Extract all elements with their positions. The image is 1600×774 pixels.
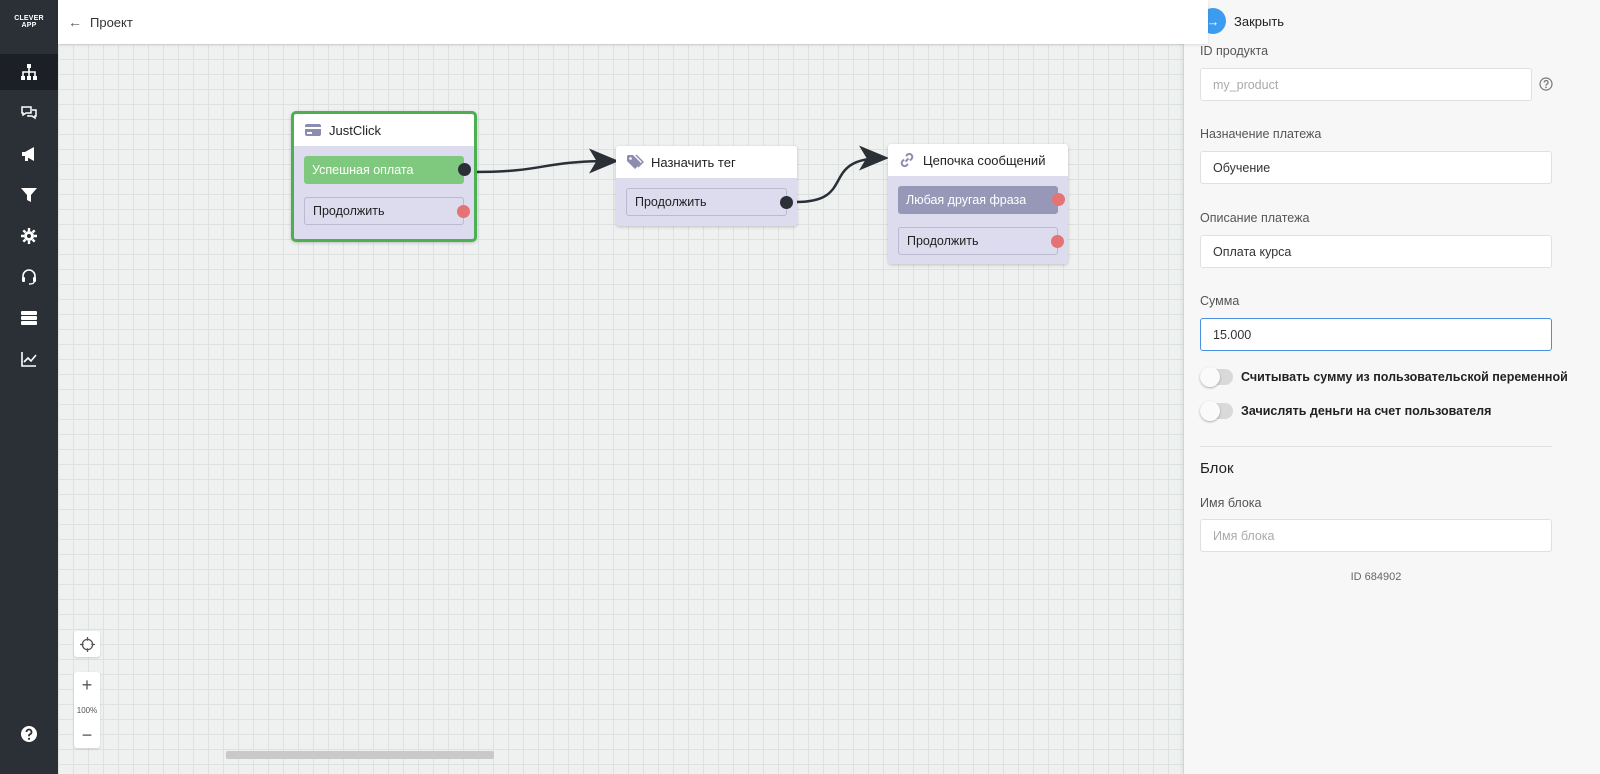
- settings-panel: → Закрыть ID продукта Назначение платежа…: [1184, 0, 1600, 774]
- gear-icon: [21, 228, 37, 244]
- toggle-row-credit-money: Зачислять деньги на счет пользователя: [1200, 401, 1492, 421]
- question-circle-icon[interactable]: [1539, 77, 1553, 91]
- sidebar-help-button[interactable]: [0, 716, 58, 752]
- port-label: Успешная оплата: [312, 163, 414, 177]
- block-name-input[interactable]: [1200, 519, 1552, 552]
- node-header: JustClick: [294, 114, 474, 146]
- help-icon: [21, 726, 37, 742]
- payment-description-label: Описание платежа: [1200, 211, 1310, 225]
- port-label: Любая другая фраза: [906, 193, 1027, 207]
- output-connector[interactable]: [457, 205, 470, 218]
- arrow-left-icon: ←: [68, 14, 82, 30]
- flow-canvas[interactable]: JustClick Успешная оплата Продолжить Наз…: [58, 44, 1208, 774]
- read-amount-toggle[interactable]: [1200, 367, 1233, 387]
- back-to-project-link[interactable]: ← Проект: [68, 14, 133, 30]
- output-connector[interactable]: [1052, 193, 1065, 206]
- sitemap-icon: [21, 64, 37, 80]
- node-title: JustClick: [329, 122, 382, 138]
- payment-purpose-label: Назначение платежа: [1200, 127, 1322, 141]
- port-label: Продолжить: [907, 234, 979, 248]
- port-continue[interactable]: Продолжить: [626, 188, 793, 216]
- sidebar-item-database[interactable]: [0, 300, 58, 336]
- output-connector[interactable]: [780, 196, 793, 209]
- credit-money-toggle[interactable]: [1200, 401, 1233, 421]
- link-icon: [900, 152, 914, 168]
- port-success-payment[interactable]: Успешная оплата: [304, 156, 471, 184]
- app-logo[interactable]: CLEVER APP: [0, 0, 58, 44]
- sidebar-item-analytics[interactable]: [0, 341, 58, 377]
- zoom-level: 100%: [76, 705, 98, 715]
- port-label: Продолжить: [313, 204, 385, 218]
- amount-label: Сумма: [1200, 294, 1240, 308]
- megaphone-icon: [22, 147, 34, 161]
- payment-description-input[interactable]: [1200, 235, 1552, 268]
- node-header: Цепочка сообщений: [888, 144, 1068, 176]
- node-header: Назначить тег: [616, 146, 797, 178]
- port-continue[interactable]: Продолжить: [898, 227, 1064, 255]
- sidebar-item-support[interactable]: [0, 259, 58, 295]
- close-label: Закрыть: [1234, 13, 1285, 29]
- horizontal-scrollbar[interactable]: [226, 751, 494, 759]
- top-bar: ← Проект: [58, 0, 1208, 44]
- crosshair-icon: [79, 636, 95, 652]
- logo-line-1: CLEVER: [14, 15, 44, 22]
- block-name-label: Имя блока: [1200, 496, 1262, 510]
- node-justclick[interactable]: JustClick Успешная оплата Продолжить: [291, 111, 477, 242]
- connection-tag-to-chain: [795, 145, 889, 204]
- logo-line-2: APP: [21, 22, 37, 29]
- sidebar-item-broadcasts[interactable]: [0, 136, 58, 172]
- node-title: Назначить тег: [651, 154, 736, 170]
- chat-icon: [21, 106, 37, 120]
- server-icon: [21, 311, 37, 325]
- close-panel-button[interactable]: → Закрыть: [1200, 8, 1284, 34]
- port-continue[interactable]: Продолжить: [304, 197, 470, 225]
- node-assign-tag[interactable]: Назначить тег Продолжить: [616, 146, 797, 226]
- block-section-title: Блок: [1200, 460, 1234, 477]
- sidebar-item-flows[interactable]: [0, 54, 58, 90]
- node-message-chain[interactable]: Цепочка сообщений Любая другая фраза Про…: [888, 144, 1068, 264]
- output-connector[interactable]: [1051, 235, 1064, 248]
- read-amount-label: Считывать сумму из пользовательской пере…: [1241, 370, 1568, 384]
- amount-input[interactable]: [1200, 318, 1552, 351]
- block-id-text: ID 684902: [1350, 571, 1402, 583]
- back-link-label: Проект: [90, 14, 133, 30]
- connection-justclick-to-tag: [473, 148, 619, 174]
- toggle-row-read-amount: Считывать сумму из пользовательской пере…: [1200, 367, 1568, 387]
- support-icon: [22, 269, 36, 285]
- sidebar-item-chats[interactable]: [0, 95, 58, 131]
- payment-purpose-input[interactable]: [1200, 151, 1552, 184]
- sidebar: CLEVER APP: [0, 0, 58, 774]
- credit-money-label: Зачислять деньги на счет пользователя: [1241, 404, 1492, 418]
- product-id-input[interactable]: [1200, 68, 1532, 101]
- chart-icon: [21, 352, 37, 367]
- tag-icon: [627, 154, 644, 169]
- zoom-controls: + 100% −: [74, 672, 100, 748]
- zoom-out-button[interactable]: −: [81, 725, 93, 745]
- zoom-in-button[interactable]: +: [81, 675, 93, 695]
- node-title: Цепочка сообщений: [923, 152, 1046, 168]
- sidebar-item-funnels[interactable]: [0, 177, 58, 213]
- sidebar-item-settings[interactable]: [0, 218, 58, 254]
- port-label: Продолжить: [635, 195, 707, 209]
- filter-icon: [21, 188, 37, 202]
- recenter-button[interactable]: [74, 631, 100, 657]
- output-connector[interactable]: [458, 163, 471, 176]
- payment-card-icon: [305, 124, 321, 136]
- product-id-label: ID продукта: [1200, 44, 1269, 58]
- connection-lines: [473, 145, 889, 204]
- section-divider: [1200, 446, 1552, 447]
- port-any-other-phrase[interactable]: Любая другая фраза: [898, 186, 1065, 214]
